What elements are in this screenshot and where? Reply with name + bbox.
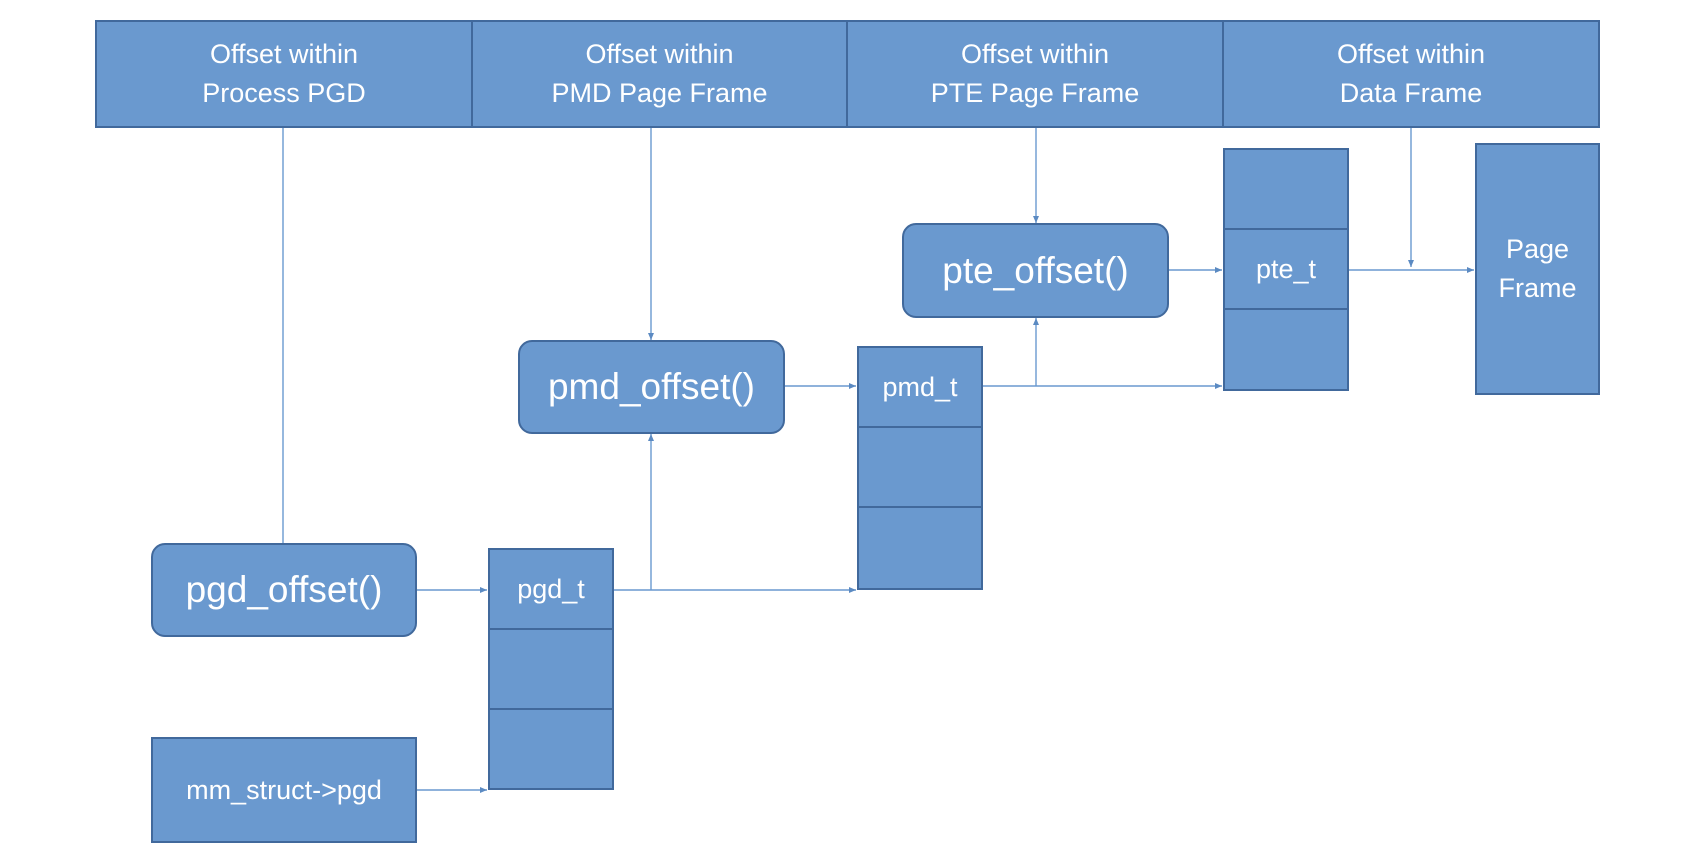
header-line: Process PGD [202,78,366,108]
header-line: Offset within [960,39,1110,69]
header-line: Data Frame [1339,78,1483,108]
header-offset-pmd-page-frame: Offset within PMD Page Frame [471,20,848,128]
pmd-t-entry: pmd_t [857,346,983,428]
mm-struct-pgd-box: mm_struct->pgd [151,737,417,843]
pmd-table-cell [857,426,983,508]
pmd-table-cell [857,506,983,590]
header-line: PTE Page Frame [930,78,1140,108]
pte-table-cell [1223,148,1349,230]
pte-offset-function: pte_offset() [902,223,1169,318]
page-frame-box: Page Frame [1475,143,1600,395]
header-offset-data-frame: Offset within Data Frame [1222,20,1600,128]
header-line: PMD Page Frame [551,78,768,108]
pgd-offset-function: pgd_offset() [151,543,417,637]
pte-t-entry: pte_t [1223,228,1349,310]
header-line: Offset within [585,39,734,69]
pgd-table-cell [488,628,614,710]
header-line: Offset within [1336,39,1486,69]
pgd-t-entry: pgd_t [488,548,614,630]
header-offset-pte-page-frame: Offset within PTE Page Frame [846,20,1224,128]
page-frame-line: Page [1505,234,1570,264]
pte-table-cell [1223,308,1349,391]
header-offset-process-pgd: Offset within Process PGD [95,20,473,128]
pgd-table-cell [488,708,614,790]
pmd-offset-function: pmd_offset() [518,340,785,434]
header-line: Offset within [209,39,359,69]
page-frame-line: Frame [1498,273,1577,303]
